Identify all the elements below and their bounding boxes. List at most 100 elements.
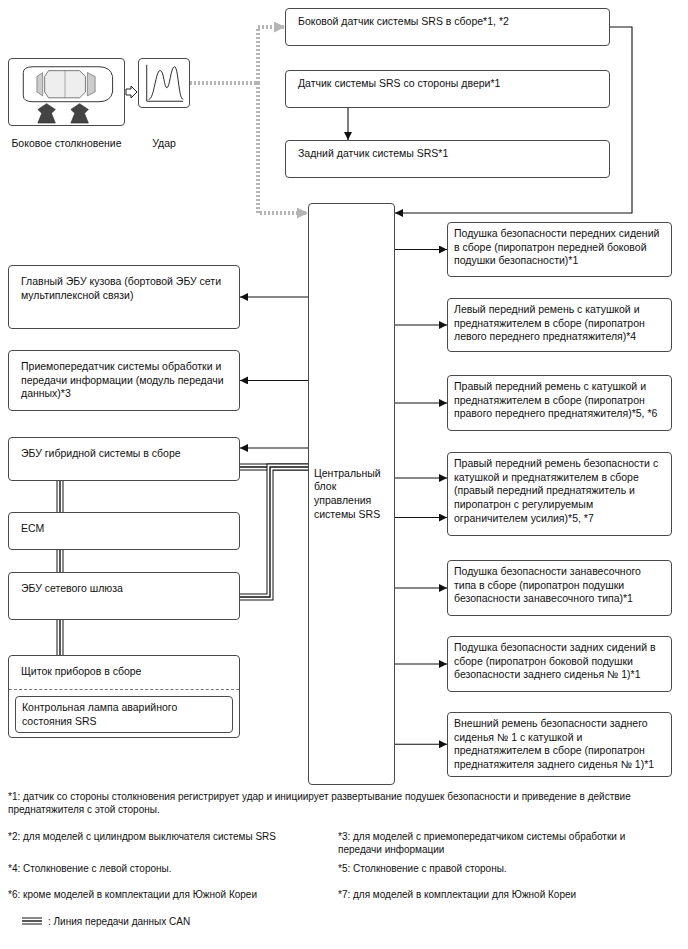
node-text: Задний датчик системы SRS*1 xyxy=(298,147,597,161)
footnote: *6: кроме моделей в комплектации для Южн… xyxy=(8,888,328,901)
control-unit: Центральный блок управления системы SRS xyxy=(308,203,395,785)
sensor-box: Задний датчик системы SRS*1 xyxy=(285,140,610,178)
signal-arrow xyxy=(240,297,308,298)
signal-line xyxy=(395,663,447,664)
node-text: Щиток приборов в сборе xyxy=(21,665,227,679)
can-bus-stroke xyxy=(59,620,60,655)
signal-line xyxy=(240,447,308,448)
warning-lamp-box: Контрольная лампа аварийного состояния S… xyxy=(15,696,233,733)
signal-line xyxy=(395,517,447,518)
signal-arrow xyxy=(395,27,632,213)
signal-line xyxy=(240,380,308,381)
signal-arrow xyxy=(240,448,308,449)
airbag-box: Подушка безопасности передних сидений в … xyxy=(447,222,672,277)
signal-arrow xyxy=(240,380,308,381)
footnote: *2: для моделей с цилиндром выключателя … xyxy=(8,830,328,843)
pretensioner-box: Левый передний ремень с катушкой и предн… xyxy=(447,298,672,352)
ecu-box: ЭБУ сетевого шлюза xyxy=(8,572,240,620)
signal-line xyxy=(395,587,447,588)
illustration-box: Удар xyxy=(138,58,190,108)
signal-line xyxy=(240,296,308,297)
sensor-box: Датчик системы SRS со стороны двери*1 xyxy=(285,70,610,108)
node-text: Левый передний ремень с катушкой и предн… xyxy=(454,303,665,344)
footnote: *3: для моделей с приемопередатчиком сис… xyxy=(338,830,668,856)
signal-arrow xyxy=(395,744,447,745)
signal-line xyxy=(395,477,447,478)
node-text: Приемопередатчик системы обработки и пер… xyxy=(21,360,227,401)
node-text: Главный ЭБУ кузова (бортовой ЭБУ сети му… xyxy=(21,275,227,302)
signal-arrow xyxy=(126,86,137,98)
node-text: Правый передний ремень с катушкой и пред… xyxy=(454,380,665,421)
airbag-box: Подушка безопасности задних сидений в сб… xyxy=(447,636,672,692)
airbag-box: Подушка безопасности занавесочного типа … xyxy=(447,560,672,616)
can-bus-stroke xyxy=(59,550,60,572)
caption: Боковое столкновение xyxy=(0,137,134,151)
footnote: *1: датчик со стороны столкновения регис… xyxy=(8,790,680,816)
can-bus-line xyxy=(240,467,308,597)
can-bus-line xyxy=(60,481,61,512)
can-line-sample xyxy=(8,915,44,927)
signal-arrow xyxy=(395,588,447,589)
meter-box: Контрольная лампа аварийного состояния S… xyxy=(8,655,240,738)
node-text: Подушка безопасности передних сидений в … xyxy=(454,227,665,268)
signal-line xyxy=(395,249,447,250)
can-bus-stroke xyxy=(58,481,63,512)
node-text: Подушка безопасности занавесочного типа … xyxy=(454,565,665,606)
ecu-box: Приемопередатчик системы обработки и пер… xyxy=(8,350,240,411)
footnote: *4: Столкновение с левой стороны. xyxy=(8,862,328,875)
footnote: *5: Столкновение с правой стороны. xyxy=(338,862,668,875)
car-illustration xyxy=(9,59,124,125)
caption: Удар xyxy=(129,137,199,151)
divider-line xyxy=(9,689,239,690)
pretensioner-box: Внешний ремень безопасности заднего сиде… xyxy=(447,712,672,777)
legend-row: : Линия передачи данных CAN xyxy=(8,915,190,927)
can-bus-stroke xyxy=(57,620,64,655)
signal-line xyxy=(395,27,632,213)
can-bus-stroke xyxy=(59,481,60,512)
node-text: Правый передний ремень безопасности с ка… xyxy=(454,457,665,525)
node-text: ЭБУ гибридной системы в сборе xyxy=(21,447,227,461)
impact-graph xyxy=(139,59,189,107)
signal-line xyxy=(395,324,447,325)
signal-line xyxy=(395,744,447,745)
block-arrow xyxy=(126,86,137,98)
ecu-box: ECM xyxy=(8,512,240,550)
signal-arrow xyxy=(395,325,447,326)
can-bus-stroke xyxy=(57,481,64,512)
node-text: Подушка безопасности задних сидений в сб… xyxy=(454,641,665,682)
signal-arrow xyxy=(190,27,285,83)
signal-line xyxy=(395,402,447,403)
node-text: ЭБУ сетевого шлюза xyxy=(21,582,227,596)
signal-line xyxy=(347,108,348,140)
can-bus-stroke xyxy=(240,467,308,597)
node-text: Датчик системы SRS со стороны двери*1 xyxy=(298,77,597,91)
pretensioner-box: Правый передний ремень с катушкой и пред… xyxy=(447,375,672,431)
signal-arrow xyxy=(395,664,447,665)
can-bus-stroke xyxy=(240,467,308,597)
can-bus-line xyxy=(60,550,61,572)
illustration-box: Боковое столкновение xyxy=(8,58,125,126)
can-bus-line xyxy=(60,620,61,655)
node-text: Контрольная лампа аварийного состояния S… xyxy=(22,701,226,728)
legend-text: : Линия передачи данных CAN xyxy=(48,916,190,927)
node-text: Боковой датчик системы SRS в сборе*1, *2 xyxy=(298,15,597,29)
can-bus-stroke xyxy=(240,467,308,597)
signal-arrow xyxy=(395,478,447,479)
ecu-box: ЭБУ гибридной системы в сборе xyxy=(8,437,240,481)
ecu-box: Главный ЭБУ кузова (бортовой ЭБУ сети му… xyxy=(8,265,240,329)
footnote: *7: для моделей в комплектации для Южной… xyxy=(338,888,668,901)
can-bus-stroke xyxy=(58,620,63,655)
signal-arrow xyxy=(395,403,447,404)
sensor-box: Боковой датчик системы SRS в сборе*1, *2 xyxy=(285,8,610,46)
can-bus-stroke xyxy=(58,550,63,572)
impact-signal-path xyxy=(190,27,285,83)
pretensioner-box: Правый передний ремень безопасности с ка… xyxy=(447,452,672,536)
signal-arrow xyxy=(348,108,349,140)
node-text: ECM xyxy=(21,522,227,536)
can-bus-stroke xyxy=(57,550,64,572)
signal-arrow xyxy=(395,249,447,250)
signal-arrow xyxy=(395,517,447,518)
node-text: Внешний ремень безопасности заднего сиде… xyxy=(454,717,665,772)
node-text: Центральный блок управления системы SRS xyxy=(314,467,389,522)
